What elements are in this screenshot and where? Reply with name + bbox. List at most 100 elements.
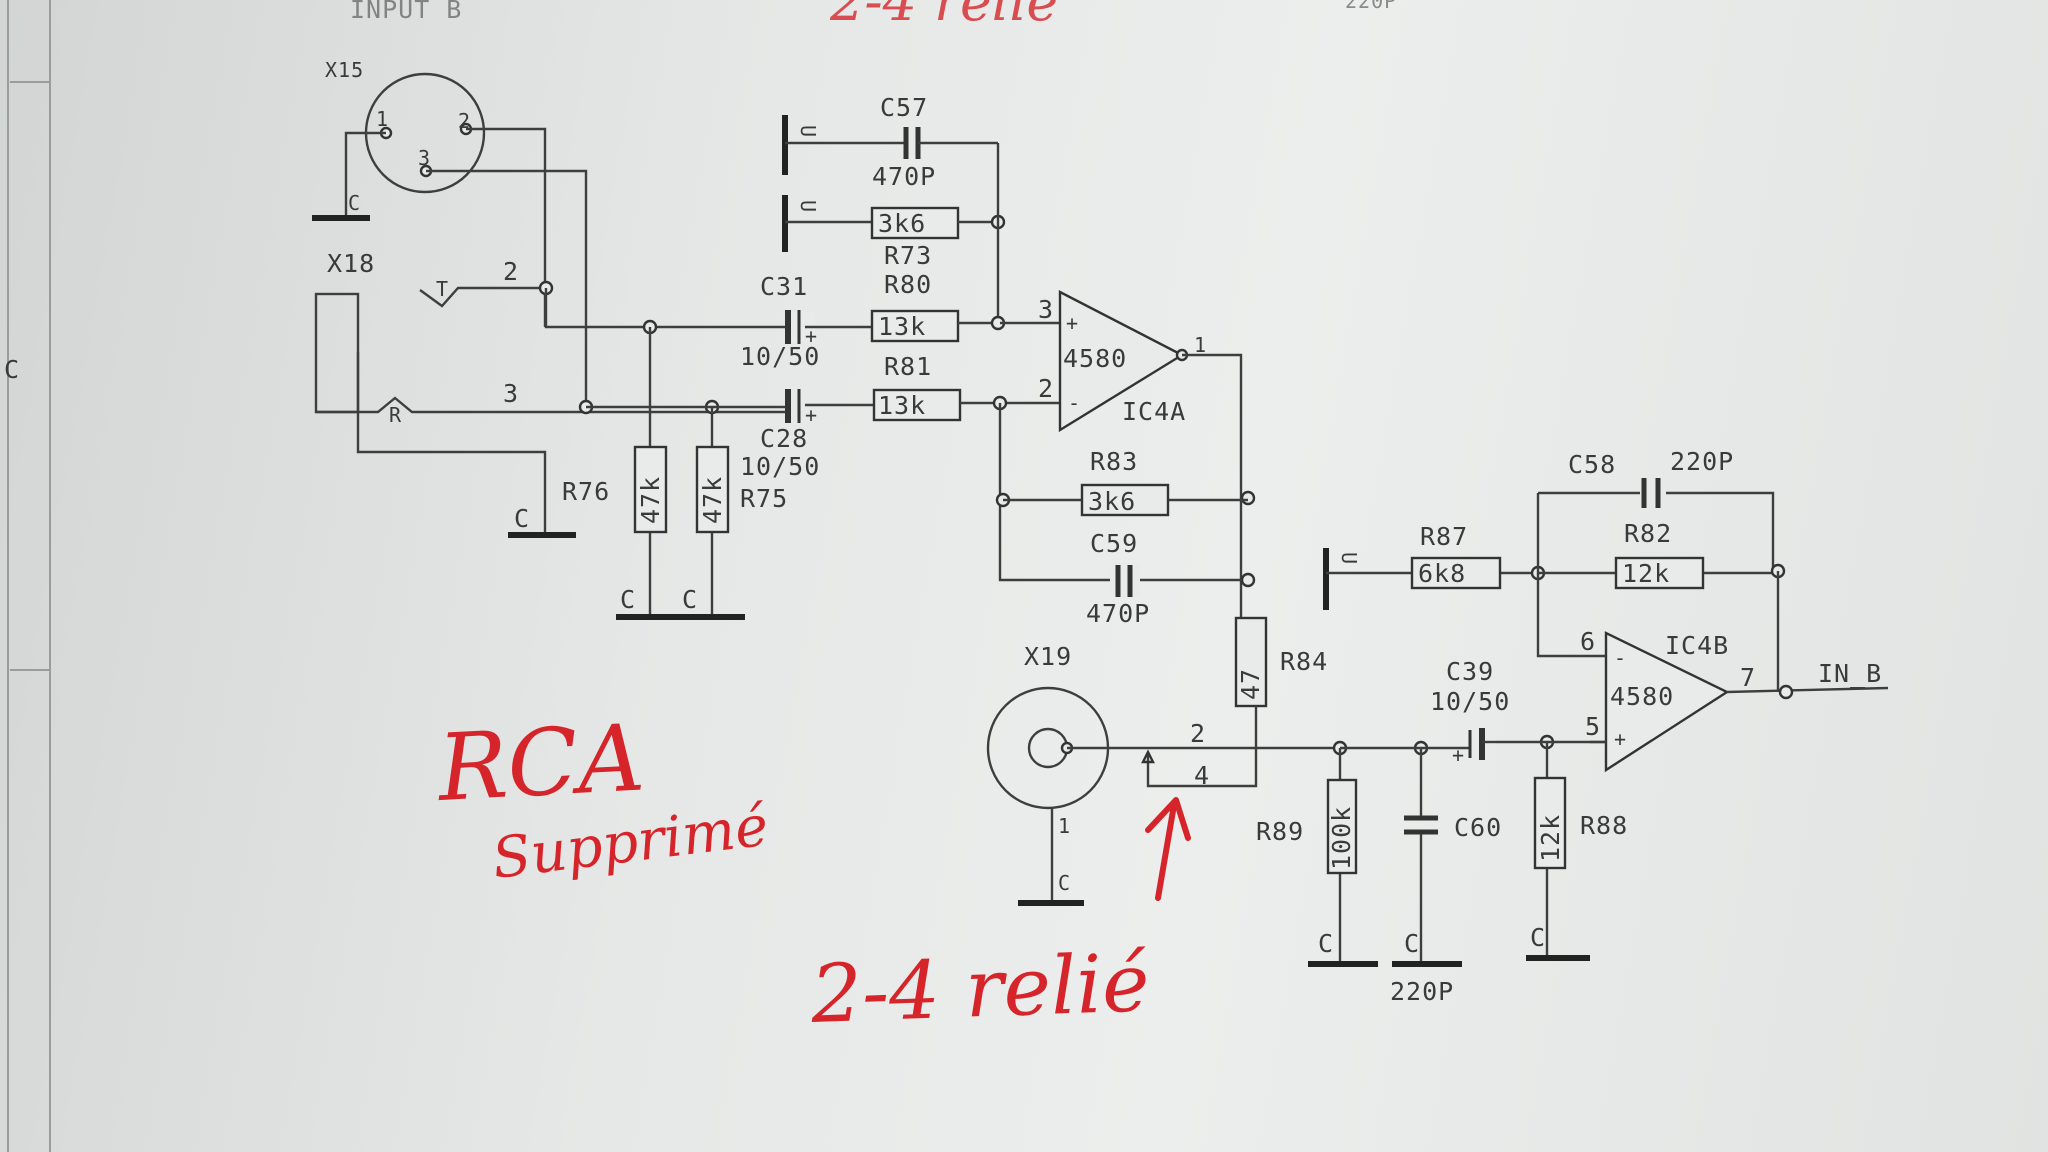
capacitor-c57: U C57 470P xyxy=(782,93,998,191)
capacitor-c28: + C28 10/50 xyxy=(740,389,874,481)
r87-supply: U xyxy=(1337,552,1361,565)
opamp-ic4b: - + 4580 IC4B 6 5 7 IN_B xyxy=(1580,627,1889,773)
r76-value: 47k xyxy=(636,476,665,524)
r83-ref: R83 xyxy=(1090,447,1138,476)
r76-ground: C xyxy=(620,585,636,614)
c28-ref: C28 xyxy=(760,424,808,453)
c58-value: 220P xyxy=(1670,447,1734,476)
xlr-ref: X15 xyxy=(325,58,364,82)
ic4a-pin2: 2 xyxy=(1038,374,1054,403)
ic4a-minus: - xyxy=(1068,391,1081,415)
input-wiring xyxy=(544,288,785,620)
resistor-r83: 3k6 R83 xyxy=(1080,447,1170,517)
r87-ref: R87 xyxy=(1420,522,1468,551)
r76-ref: R76 xyxy=(562,477,610,506)
r80-ref: R80 xyxy=(884,270,932,299)
r82-value: 12k xyxy=(1622,559,1670,588)
capacitor-c39: + C39 10/50 xyxy=(1430,657,1510,767)
c57-supply: U xyxy=(796,125,820,138)
annotation-link-note: 2-4 relié xyxy=(808,936,1150,1041)
c60-value: 220P xyxy=(1390,977,1454,1006)
c31-ref: C31 xyxy=(760,272,808,301)
ic4b-plus: + xyxy=(1614,727,1627,751)
jack-tip-label: T xyxy=(436,277,449,301)
output-net-label: IN_B xyxy=(1818,659,1882,688)
ic4a-part: 4580 xyxy=(1063,344,1127,373)
c57-value: 470P xyxy=(872,162,936,191)
r81-value: 13k xyxy=(878,391,926,420)
resistor-r73: U 3k6 R73 xyxy=(782,143,1006,331)
ic4b-input-wiring xyxy=(1308,734,1613,967)
opamp-ic4a: + - 4580 IC4A 3 2 1 xyxy=(992,290,1243,618)
ic4a-plus: + xyxy=(1066,311,1079,335)
ic4b-ref: IC4B xyxy=(1665,631,1729,660)
resistor-r88: 12k R88 C xyxy=(1530,776,1627,952)
c39-polarity: + xyxy=(1452,743,1465,767)
r73-supply: U xyxy=(796,200,820,213)
jack-pin3-label: 3 xyxy=(503,379,519,408)
ic4b-feedback-network: U xyxy=(1323,491,1786,692)
ic4a-ref: IC4A xyxy=(1122,397,1186,426)
c31-value: 10/50 xyxy=(740,342,820,371)
r83-value: 3k6 xyxy=(1088,487,1136,516)
r75-ground: C xyxy=(682,585,698,614)
resistor-r84: 47 R84 xyxy=(1146,616,1328,788)
header-right-value: 220P xyxy=(1345,0,1397,13)
capacitor-c60: C60 220P C xyxy=(1390,813,1502,1006)
xlr-connector-x15: X15 1 2 3 C xyxy=(312,58,588,407)
c59-value: 470P xyxy=(1086,599,1150,628)
rca-connector-x19: X19 2 4 1 C xyxy=(986,642,1340,906)
jack-ground-label: C xyxy=(514,504,530,533)
ic4b-pin7: 7 xyxy=(1740,663,1756,692)
rca-pin1-label: 1 xyxy=(1058,814,1071,838)
c31-polarity: + xyxy=(805,324,818,348)
c39-value: 10/50 xyxy=(1430,687,1510,716)
handwritten-annotations: RCA Supprimé 2-4 relié xyxy=(434,704,1191,1041)
r88-value: 12k xyxy=(1536,814,1565,862)
capacitor-c58: C58 220P xyxy=(1568,447,1734,508)
header-red-note: 2-4 relié xyxy=(829,0,1058,33)
resistor-r76: 47k R76 C xyxy=(562,445,668,614)
resistor-r81: 13k R81 xyxy=(872,352,1000,422)
c57-ref: C57 xyxy=(880,93,928,122)
ic4a-pin3: 3 xyxy=(1038,295,1054,324)
xlr-ground-label: C xyxy=(348,191,361,215)
ic4b-pin6: 6 xyxy=(1580,627,1596,656)
feedback-network-ic4a xyxy=(995,403,1256,588)
jack-ring-label: R xyxy=(389,403,402,427)
rca-ref: X19 xyxy=(1024,642,1072,671)
r88-ground: C xyxy=(1530,923,1546,952)
r81-ref: R81 xyxy=(884,352,932,381)
resistor-r89: 100k R89 C xyxy=(1256,778,1358,958)
resistor-r87: 6k8 R87 xyxy=(1410,522,1502,590)
xlr-pin1-label: 1 xyxy=(376,107,389,131)
c39-ref: C39 xyxy=(1446,657,1494,686)
header-title: INPUT B xyxy=(350,0,462,24)
r89-ref: R89 xyxy=(1256,817,1304,846)
margin-letter: C xyxy=(4,355,20,384)
r73-value: 3k6 xyxy=(878,209,926,238)
capacitor-c59: C59 470P xyxy=(1086,529,1150,628)
r89-value: 100k xyxy=(1327,806,1356,870)
c60-ref: C60 xyxy=(1454,813,1502,842)
resistor-r75: 47k R75 C xyxy=(682,445,787,614)
annotation-rca: RCA xyxy=(434,704,647,822)
rca-ground-label: C xyxy=(1058,871,1071,895)
c59-ref: C59 xyxy=(1090,529,1138,558)
rca-pin2-label: 2 xyxy=(1190,719,1206,748)
c60-ground: C xyxy=(1404,929,1420,958)
jack-pin2-label: 2 xyxy=(503,257,519,286)
c58-ref: C58 xyxy=(1568,450,1616,479)
header-partial: INPUT B 220P xyxy=(350,0,1397,24)
r75-value: 47k xyxy=(698,476,727,524)
jack-ref: X18 xyxy=(327,249,375,278)
r84-ref: R84 xyxy=(1280,647,1328,676)
r82-ref: R82 xyxy=(1624,519,1672,548)
r80-value: 13k xyxy=(878,312,926,341)
c28-polarity: + xyxy=(805,403,818,427)
ic4b-pin5: 5 xyxy=(1585,712,1601,741)
rca-pin4-label: 4 xyxy=(1194,761,1210,790)
r87-value: 6k8 xyxy=(1418,559,1466,588)
